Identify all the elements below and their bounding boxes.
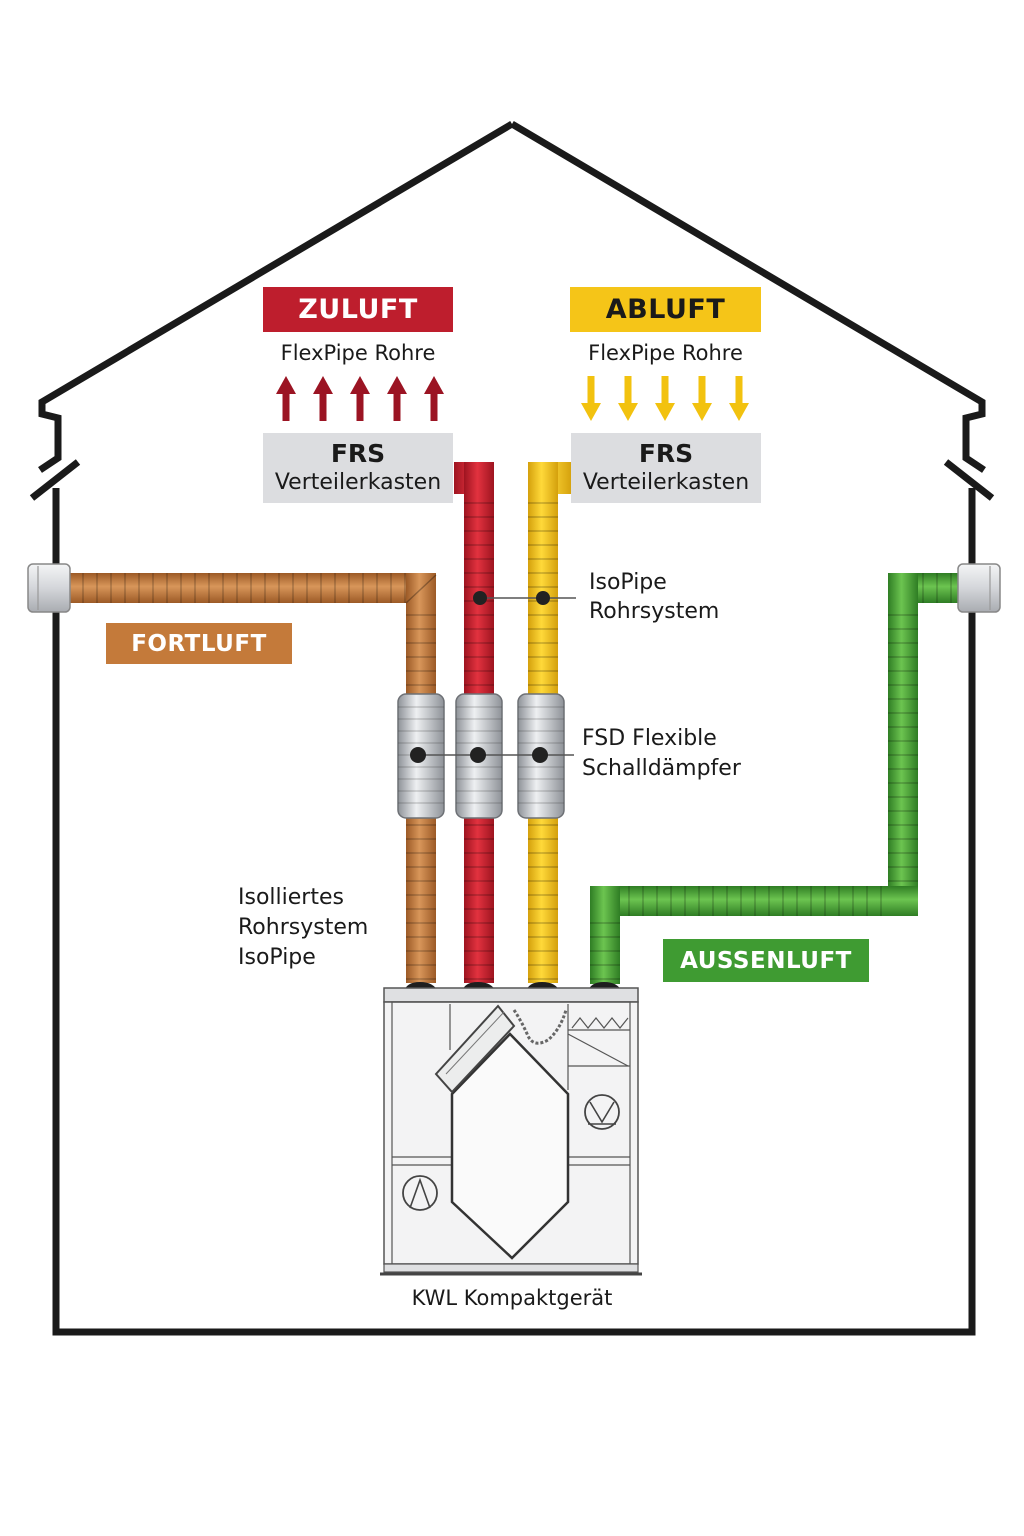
arrow-up-icon: [350, 376, 370, 421]
kwl-unit: [380, 982, 642, 1276]
arrow-down-icon: [581, 376, 601, 421]
isopipe-callout: IsoPipe Rohrsystem: [589, 570, 720, 624]
abluft-arrows: [581, 376, 749, 421]
wall-vent-cap-left: [27, 563, 71, 613]
kwl-unit-label: KWL Kompaktgerät: [411, 1286, 613, 1310]
arrow-up-icon: [313, 376, 333, 421]
arrow-down-icon: [692, 376, 712, 421]
zuluft-distribution-box: FRS Verteilerkasten: [263, 433, 453, 503]
fan-icon: [402, 1175, 438, 1211]
arrow-down-icon: [655, 376, 675, 421]
zuluft-box-title: FRS: [330, 439, 386, 468]
arrow-down-icon: [618, 376, 638, 421]
fortluft-badge: FORTLUFT: [106, 623, 292, 664]
isopipe-leader: [473, 591, 576, 605]
fan-icon: [584, 1094, 620, 1130]
silencer-abluft: [517, 693, 565, 819]
heat-exchanger-icon: [450, 1032, 570, 1260]
isoliert-callout: Isolliertes Rohrsystem IsoPipe: [238, 885, 369, 970]
filter-icon: [434, 1004, 516, 1094]
fsd-callout: FSD Flexible Schalldämpfer: [582, 726, 741, 781]
aussenluft-badge: AUSSENLUFT: [663, 939, 869, 982]
arrow-up-icon: [424, 376, 444, 421]
arrow-up-icon: [276, 376, 296, 421]
zuluft-arrows: [276, 376, 444, 421]
house-outline: [29, 120, 995, 1336]
abluft-box-title: FRS: [638, 439, 694, 468]
wall-vent-cap-right: [957, 563, 1001, 613]
arrow-up-icon: [387, 376, 407, 421]
abluft-pipe-label: FlexPipe Rohre: [588, 341, 743, 365]
abluft-badge: ABLUFT: [570, 287, 761, 332]
zuluft-pipe-label: FlexPipe Rohre: [280, 341, 436, 365]
abluft-box-subtitle: Verteilerkasten: [582, 470, 750, 495]
zuluft-badge: ZULUFT: [263, 287, 453, 332]
arrow-down-icon: [729, 376, 749, 421]
aussenluft-pipe: [590, 573, 962, 984]
abluft-distribution-box: FRS Verteilerkasten: [571, 433, 761, 503]
fsd-leader: [410, 747, 574, 763]
zuluft-box-subtitle: Verteilerkasten: [274, 470, 442, 495]
